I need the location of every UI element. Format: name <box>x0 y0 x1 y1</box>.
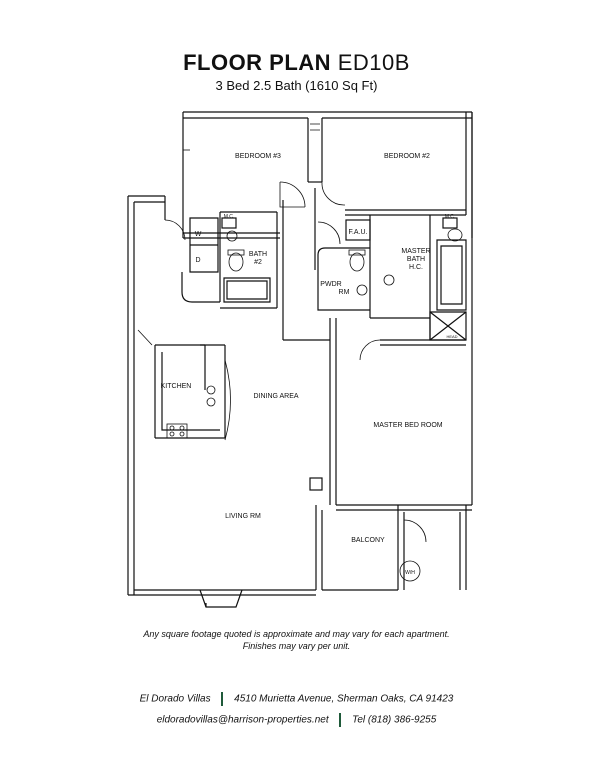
footer-divider <box>339 713 342 727</box>
label-shower-head: HEAD <box>446 334 457 339</box>
plan-fixtures <box>137 123 463 582</box>
disclaimer-line1: Any square footage quoted is approximate… <box>143 629 450 639</box>
label-pwdr-2: RM <box>339 289 350 296</box>
contact-phone[interactable]: Tel (818) 386-9255 <box>352 714 437 726</box>
label-washer: W <box>195 231 202 238</box>
label-bath2-line1: BATH <box>249 251 267 258</box>
title-code: ED10B <box>337 50 410 75</box>
footer-line1: El Dorado Villas 4510 Murietta Avenue, S… <box>0 692 593 706</box>
page-subtitle: 3 Bed 2.5 Bath (1610 Sq Ft) <box>215 78 378 93</box>
footer-divider <box>221 692 224 706</box>
label-balcony: BALCONY <box>351 537 385 544</box>
label-bedroom2: BEDROOM #2 <box>384 153 430 160</box>
property-address: 4510 Murietta Avenue, Sherman Oaks, CA 9… <box>234 693 454 705</box>
label-fau: F.A.U. <box>348 229 367 236</box>
label-kitchen: KITCHEN <box>161 383 192 390</box>
label-dryer: D <box>195 257 200 264</box>
property-name: El Dorado Villas <box>139 693 211 705</box>
label-pwdr-1: PWDR <box>320 281 341 288</box>
label-mc-right: M.C. <box>445 214 456 220</box>
title-bold: FLOOR PLAN <box>183 50 332 75</box>
contact-email[interactable]: eldoradovillas@harrison-properties.net <box>156 714 329 726</box>
disclaimer: Any square footage quoted is approximate… <box>0 628 593 652</box>
label-dining: DINING AREA <box>253 393 298 400</box>
label-master-bath-3: H.C. <box>409 264 423 271</box>
label-living: LIVING RM <box>225 513 261 520</box>
label-bath2-line2: #2 <box>254 259 262 266</box>
plan-walls <box>127 111 473 608</box>
footer-line2: eldoradovillas@harrison-properties.net T… <box>0 713 593 727</box>
label-master-bath-2: BATH <box>407 256 425 263</box>
plan-labels: BEDROOM #3 BEDROOM #2 BATH #2 W D M.C. M… <box>161 153 458 576</box>
label-master-bed: MASTER BED ROOM <box>373 422 442 429</box>
label-bedroom3: BEDROOM #3 <box>235 153 281 160</box>
label-wh: W/H <box>405 570 415 576</box>
page-title: FLOOR PLAN ED10B <box>0 50 593 76</box>
disclaimer-line2: Finishes may vary per unit. <box>242 641 351 651</box>
label-master-bath-1: MASTER <box>401 248 430 255</box>
label-mc-left: M.C. <box>224 214 235 220</box>
